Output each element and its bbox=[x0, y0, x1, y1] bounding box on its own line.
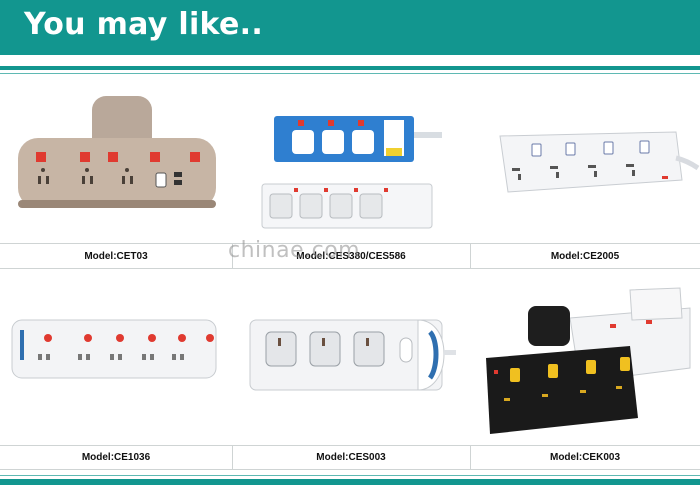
product-card-cek003[interactable]: Model:CEK003 bbox=[470, 278, 700, 470]
grid-divider bbox=[0, 268, 700, 269]
t-shaped-socket-adapter-icon bbox=[18, 96, 216, 208]
product-model-label: Model:CE2005 bbox=[550, 251, 620, 262]
product-model-label: Model:CE1036 bbox=[81, 452, 151, 463]
product-model-label: Model:CET03 bbox=[84, 251, 148, 262]
header-divider bbox=[0, 66, 700, 70]
product-card-ce2005[interactable]: Model:CE2005 bbox=[470, 80, 700, 270]
footer-divider bbox=[0, 479, 700, 485]
product-model-label: Model:CES380/CES586 bbox=[296, 251, 406, 262]
grid-divider bbox=[470, 445, 471, 469]
black-power-strip-with-plug-icon bbox=[486, 287, 691, 434]
header-divider-thin bbox=[0, 73, 700, 74]
header-banner: You may like.. bbox=[0, 0, 700, 55]
footer-divider-thin bbox=[0, 475, 700, 476]
grid-divider bbox=[0, 243, 700, 244]
three-way-power-strip-icon bbox=[249, 319, 456, 391]
grid-divider bbox=[232, 243, 233, 268]
page-title: You may like.. bbox=[24, 7, 264, 42]
product-card-ces380[interactable]: Model:CES380/CES586 bbox=[232, 80, 470, 270]
product-card-ce1036[interactable]: Model:CE1036 bbox=[0, 278, 232, 470]
grid-divider bbox=[470, 243, 471, 268]
grid-divider bbox=[0, 445, 700, 446]
product-model-label: Model:CES003 bbox=[316, 452, 386, 463]
product-card-cet03[interactable]: Model:CET03 bbox=[0, 80, 232, 270]
product-card-ces003[interactable]: Model:CES003 bbox=[232, 278, 470, 470]
product-model-label: Model:CEK003 bbox=[549, 452, 620, 463]
six-way-power-strip-icon bbox=[11, 319, 217, 379]
universal-power-strips-icon bbox=[261, 116, 442, 229]
grid-divider bbox=[232, 445, 233, 469]
uk-power-strip-icon bbox=[499, 131, 700, 193]
grid-divider bbox=[0, 469, 700, 470]
